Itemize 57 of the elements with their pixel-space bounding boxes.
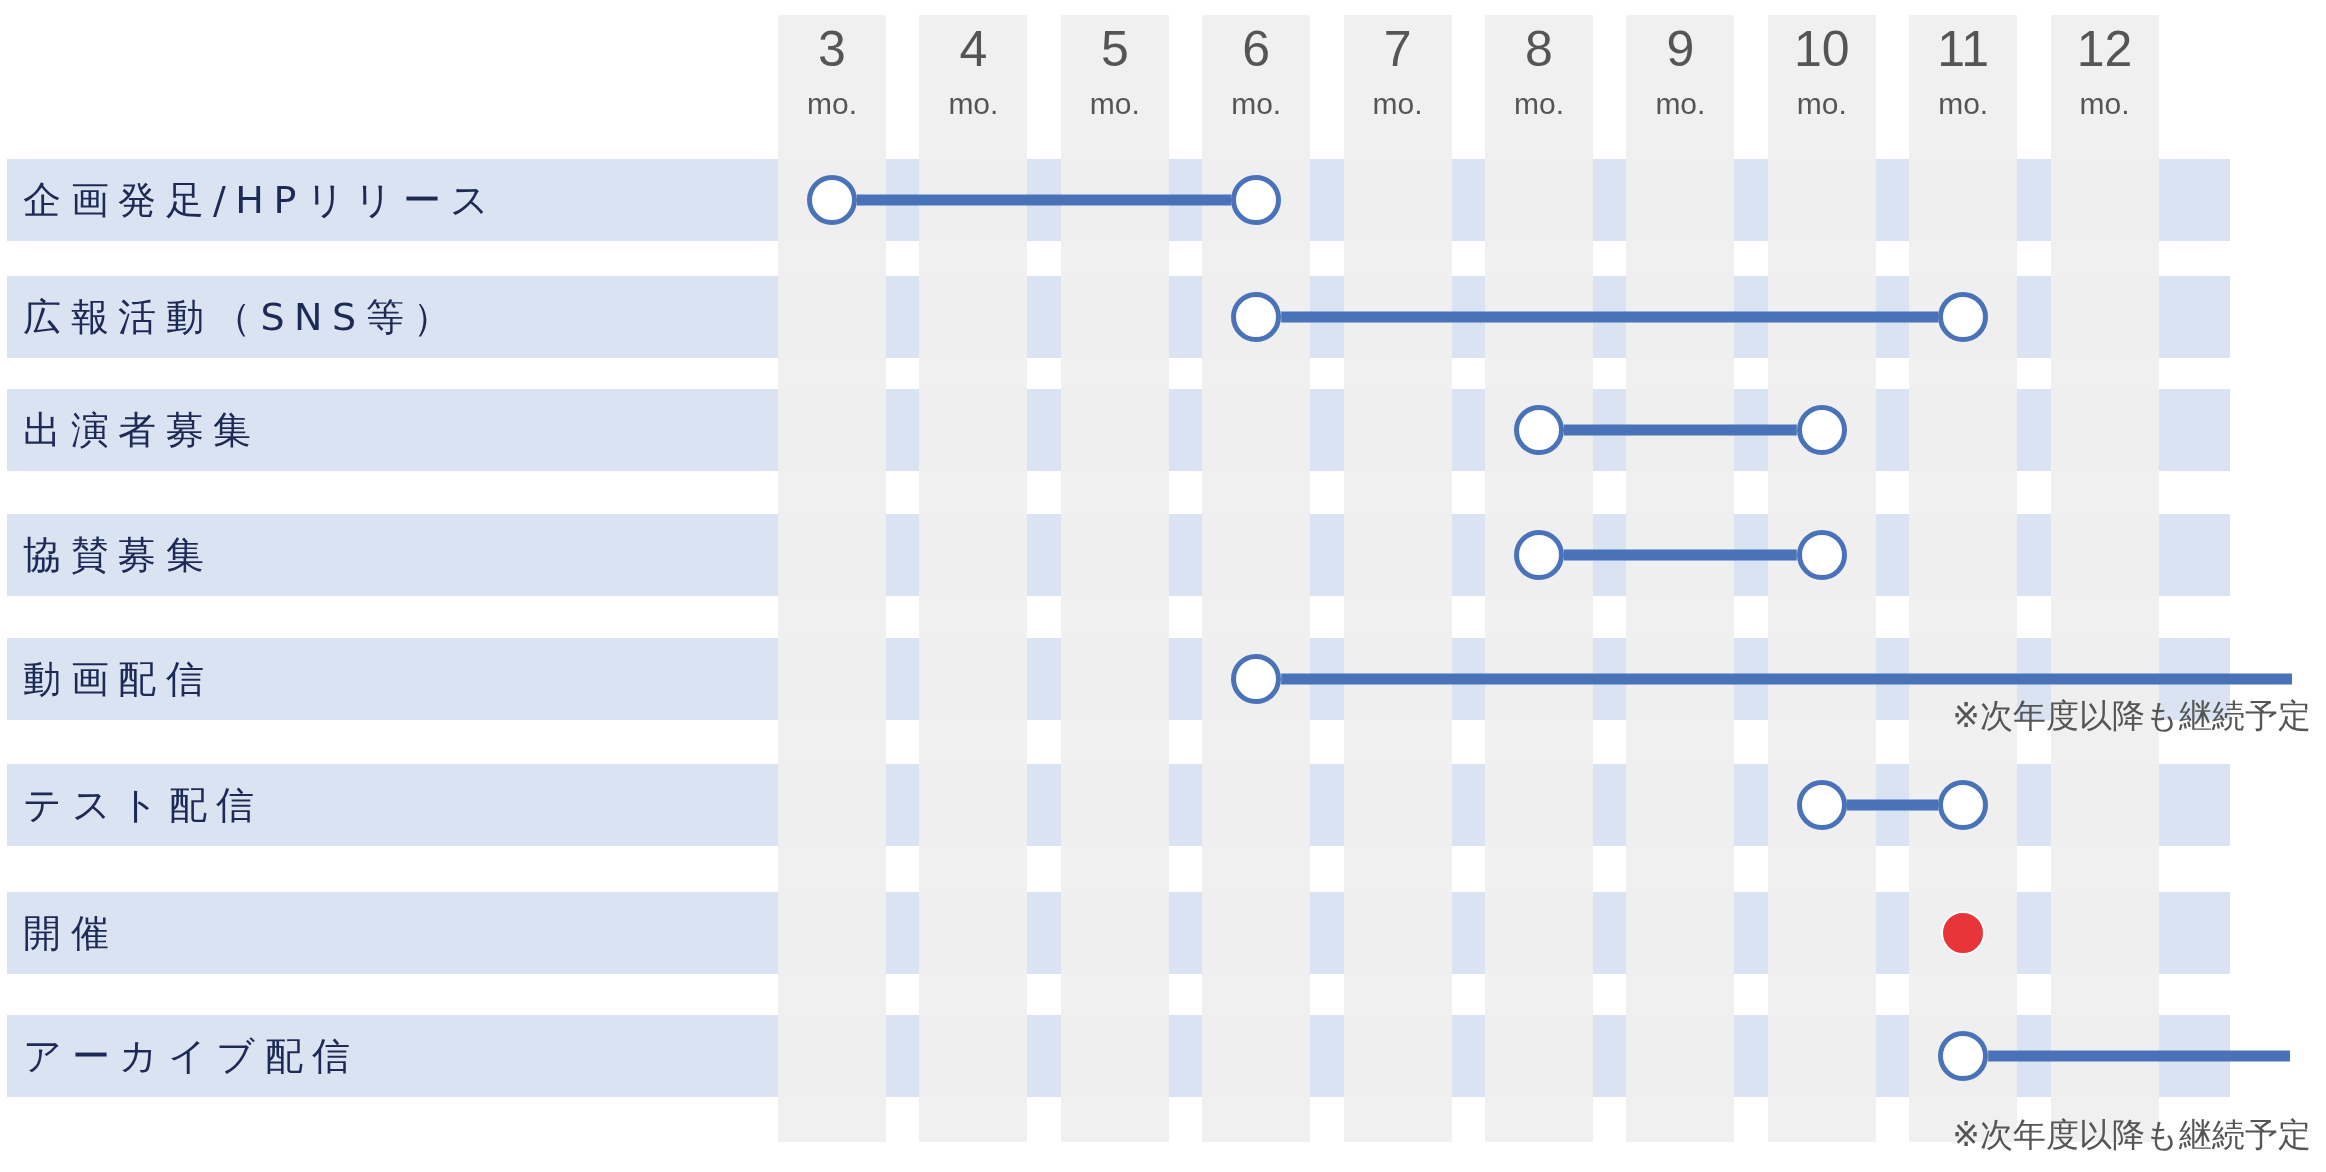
timeline-bar — [1281, 673, 2292, 685]
milestone-circle — [1231, 654, 1282, 704]
milestone-circle — [1796, 530, 1847, 580]
month-unit: mo. — [1937, 86, 1990, 122]
milestone-circle — [1938, 780, 1989, 830]
timeline-bar — [1846, 799, 1939, 811]
row-label: 広報活動（SNS等） — [23, 294, 461, 341]
month-number: 5 — [1099, 20, 1130, 79]
month-unit: mo. — [1230, 86, 1283, 122]
row-label: テスト配信 — [23, 782, 264, 829]
row-label: 協賛募集 — [23, 532, 213, 579]
month-unit: mo. — [1371, 86, 1424, 122]
row-band — [7, 514, 2230, 596]
month-unit: mo. — [1088, 86, 1141, 122]
month-number: 7 — [1382, 20, 1413, 79]
month-number: 4 — [958, 20, 989, 79]
row-band — [7, 159, 2230, 241]
row-label: 出演者募集 — [23, 407, 261, 454]
month-unit: mo. — [2078, 86, 2131, 122]
month-number: 11 — [1936, 20, 1991, 79]
note-text: ※次年度以降も継続予定 — [1952, 1114, 2311, 1156]
row-label: 動画配信 — [23, 656, 213, 703]
row-label: アーカイブ配信 — [23, 1033, 360, 1080]
row-band — [7, 389, 2230, 471]
month-unit: mo. — [1795, 86, 1848, 122]
milestone-circle — [807, 175, 857, 225]
row-band — [7, 276, 2230, 358]
month-number: 12 — [2075, 20, 2134, 79]
milestone-circle — [1938, 292, 1989, 342]
timeline-bar — [857, 194, 1232, 206]
milestone-circle — [1938, 1031, 1989, 1081]
month-unit: mo. — [1654, 86, 1707, 122]
month-number: 8 — [1524, 20, 1554, 79]
month-number: 9 — [1665, 20, 1696, 79]
row-label: 企画発足/HPリリース — [23, 177, 499, 224]
month-number: 6 — [1241, 20, 1272, 79]
month-number: 3 — [817, 20, 847, 79]
row-band — [7, 892, 2230, 974]
row-band — [7, 1015, 2230, 1097]
milestone-circle — [1514, 405, 1564, 455]
note-text: ※次年度以降も継続予定 — [1952, 695, 2311, 737]
timeline-bar — [1564, 424, 1797, 436]
milestone-circle — [1796, 780, 1847, 830]
timeline-bar — [1988, 1050, 2290, 1062]
event-dot — [1941, 911, 1986, 955]
row-band — [7, 764, 2230, 846]
month-number: 10 — [1793, 20, 1851, 79]
month-unit: mo. — [1513, 86, 1565, 122]
month-unit: mo. — [806, 86, 858, 122]
milestone-circle — [1796, 405, 1847, 455]
row-label: 開催 — [23, 910, 118, 957]
milestone-circle — [1231, 292, 1282, 342]
milestone-circle — [1514, 530, 1564, 580]
month-unit: mo. — [947, 86, 1000, 122]
milestone-circle — [1231, 175, 1282, 225]
timeline-bar — [1281, 311, 1939, 323]
timeline-bar — [1564, 549, 1797, 561]
